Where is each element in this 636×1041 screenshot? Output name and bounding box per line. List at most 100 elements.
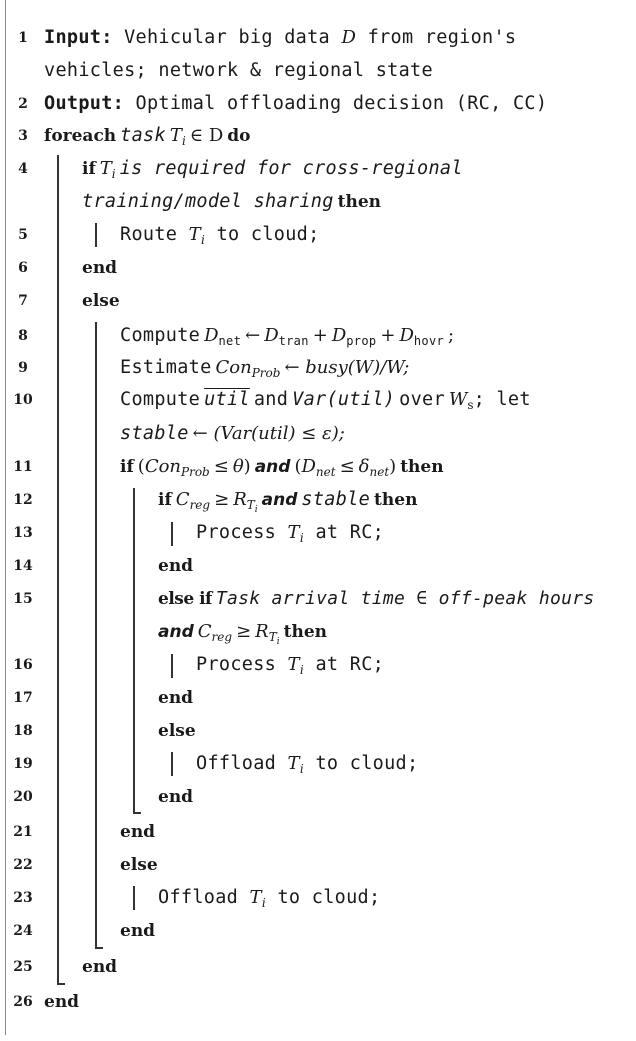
algo-line-7: 7 else bbox=[0, 285, 636, 317]
offload-to-cloud: Offload Ti to cloud; bbox=[196, 753, 419, 776]
line-number: 11 bbox=[13, 459, 33, 475]
estimate-congestion: Estimate ConProb ← busy(W)/W; bbox=[120, 357, 410, 380]
foreach-line: foreach task Ti ∈ D do bbox=[44, 120, 251, 157]
else-keyword: else bbox=[120, 855, 158, 875]
algo-line-11: 11 if (ConProb ≤ θ) and (Dnet ≤ δnet) th… bbox=[0, 451, 636, 483]
if-capacity-block-rule bbox=[171, 522, 173, 546]
condition-text: is required for cross-regional bbox=[119, 158, 463, 179]
then-keyword: then bbox=[337, 192, 382, 212]
line-number: 6 bbox=[18, 260, 28, 276]
else-keyword: else bbox=[158, 721, 196, 741]
else-keyword: else bbox=[82, 291, 120, 311]
else-if-condition-cont: and Creg ≥ RTi then bbox=[158, 621, 328, 647]
left-rule bbox=[5, 0, 6, 1035]
foreach-keyword: foreach bbox=[44, 126, 117, 146]
algo-line-5: 5 Route Ti to cloud; bbox=[0, 219, 636, 251]
algo-line-10: 10 Compute util and Var(util) over Ws; l… bbox=[0, 384, 636, 416]
algo-line-15-cont: and Creg ≥ RTi then bbox=[0, 616, 636, 648]
input-text-end: from region's bbox=[367, 27, 517, 48]
line-number: 4 bbox=[18, 161, 28, 177]
route-to-cloud: Route Ti to cloud; bbox=[120, 224, 320, 247]
algo-line-22: 22 else bbox=[0, 849, 636, 881]
end-keyword: end bbox=[158, 556, 194, 576]
if-congestion-block-rule bbox=[133, 488, 135, 813]
line-number: 18 bbox=[13, 723, 33, 739]
end-keyword: end bbox=[158, 787, 194, 807]
line-number: 10 bbox=[13, 392, 33, 408]
line-number: 13 bbox=[13, 525, 33, 541]
line-number: 7 bbox=[18, 293, 28, 309]
offload-to-cloud: Offload Ti to cloud; bbox=[158, 887, 381, 910]
line-number: 24 bbox=[13, 923, 33, 939]
algo-line-16: 16 Process Ti at RC; bbox=[0, 649, 636, 681]
algo-line-14: 14 end bbox=[0, 550, 636, 582]
condition-continuation: training/model sharing then bbox=[82, 186, 381, 219]
output-text: Optimal offloading decision (RC, CC) bbox=[135, 93, 548, 114]
line-number: 5 bbox=[18, 227, 28, 243]
algo-line-4-cont: training/model sharing then bbox=[0, 186, 636, 218]
algo-line-26: 26 end bbox=[0, 986, 636, 1018]
task-var: Ti bbox=[99, 158, 116, 181]
task-var: Ti bbox=[169, 125, 186, 148]
if-congestion-delay: if (ConProb ≤ θ) and (Dnet ≤ δnet) then bbox=[120, 456, 444, 479]
if-capacity-stable: if Creg ≥ RTi and stable then bbox=[158, 489, 418, 515]
line-number: 12 bbox=[13, 492, 33, 508]
line-number: 20 bbox=[13, 789, 33, 805]
algo-line-15: 15 else if Task arrival time ∈ off-peak … bbox=[0, 583, 636, 615]
line-number: 8 bbox=[18, 328, 28, 344]
end-keyword: end bbox=[120, 921, 156, 941]
outer-else-block-rule bbox=[133, 886, 135, 910]
input-keyword: Input: bbox=[44, 27, 113, 48]
algo-line-1-cont: vehicles; network & regional state bbox=[0, 55, 636, 87]
line-number: 3 bbox=[18, 128, 28, 144]
algo-line-18: 18 else bbox=[0, 715, 636, 747]
end-keyword: end bbox=[158, 688, 194, 708]
algo-line-17: 17 end bbox=[0, 682, 636, 714]
foreach-block-tick bbox=[57, 983, 65, 985]
if-block-rule bbox=[95, 223, 97, 247]
line-number: 14 bbox=[13, 558, 33, 574]
process-at-rc: Process Ti at RC; bbox=[196, 654, 385, 677]
line-number: 16 bbox=[13, 657, 33, 673]
input-text: Vehicular big data bbox=[124, 27, 330, 48]
if-keyword: if bbox=[82, 159, 96, 179]
algo-line-8: 8 Compute Dnet ← Dtran + Dprop + Dhovr ; bbox=[0, 320, 636, 352]
dataset-var: D bbox=[341, 27, 357, 48]
line-number: 9 bbox=[18, 360, 28, 376]
line-number: 26 bbox=[13, 994, 33, 1010]
else-block-rule bbox=[95, 322, 97, 948]
input-continuation: vehicles; network & regional state bbox=[44, 60, 433, 81]
line-number: 1 bbox=[18, 30, 28, 46]
end-keyword: end bbox=[120, 822, 156, 842]
line-number: 19 bbox=[13, 756, 33, 772]
algo-line-13: 13 Process Ti at RC; bbox=[0, 517, 636, 549]
output-line: Output: Optimal offloading decision (RC,… bbox=[44, 88, 547, 120]
line-number: 23 bbox=[13, 890, 33, 906]
do-keyword: do bbox=[227, 126, 251, 146]
inner-else-block-rule bbox=[171, 752, 173, 776]
else-if-block-rule bbox=[171, 654, 173, 678]
line-number: 21 bbox=[13, 824, 33, 840]
line-number: 22 bbox=[13, 857, 33, 873]
in-dataset: ∈ D bbox=[189, 125, 224, 146]
else-if-off-peak: else if Task arrival time ∈ off-peak hou… bbox=[158, 588, 595, 609]
algo-line-3: 3 foreach task Ti ∈ D do bbox=[0, 120, 636, 152]
algo-line-23: 23 Offload Ti to cloud; bbox=[0, 882, 636, 914]
process-at-rc: Process Ti at RC; bbox=[196, 522, 385, 545]
else-block-tick bbox=[95, 947, 103, 949]
stable-definition: stable ← (Var(util) ≤ ε); bbox=[120, 423, 345, 444]
algo-line-4: 4 if Ti is required for cross-regional bbox=[0, 153, 636, 185]
if-congestion-block-tick bbox=[133, 812, 141, 814]
if-cross-regional: if Ti is required for cross-regional bbox=[82, 153, 463, 190]
algo-line-25: 25 end bbox=[0, 951, 636, 983]
algo-line-21: 21 end bbox=[0, 816, 636, 848]
output-keyword: Output: bbox=[44, 93, 125, 114]
algo-line-10-cont: stable ← (Var(util) ≤ ε); bbox=[0, 418, 636, 450]
algo-line-2: 2 Output: Optimal offloading decision (R… bbox=[0, 88, 636, 120]
input-line: Input: Vehicular big data D from region'… bbox=[44, 22, 516, 54]
compute-utilization: Compute util and Var(util) over Ws; let bbox=[120, 389, 531, 412]
line-number: 15 bbox=[13, 591, 33, 607]
algo-line-9: 9 Estimate ConProb ← busy(W)/W; bbox=[0, 352, 636, 384]
algo-line-20: 20 end bbox=[0, 781, 636, 813]
